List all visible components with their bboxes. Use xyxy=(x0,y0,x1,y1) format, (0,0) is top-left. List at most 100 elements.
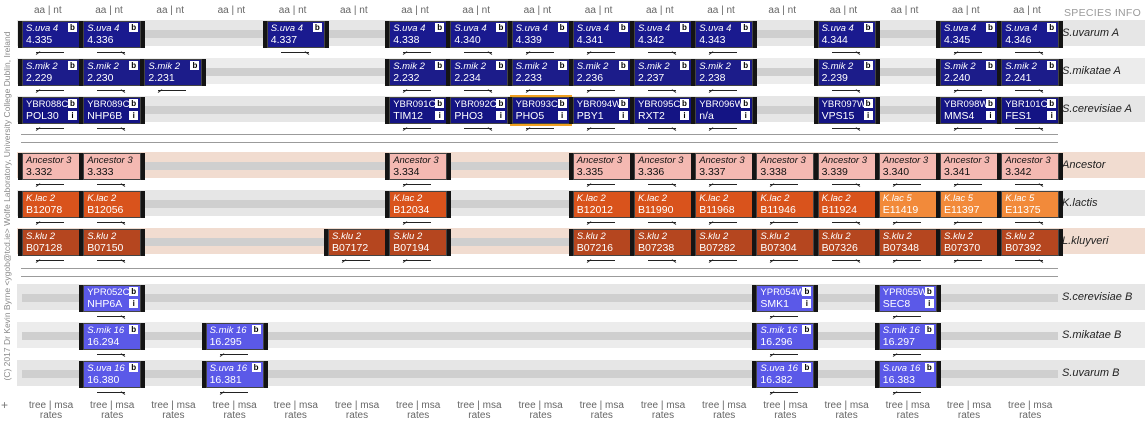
column-header[interactable]: aa | nt xyxy=(462,5,491,16)
rates-link[interactable]: rates xyxy=(468,410,491,421)
tree-msa-link[interactable]: tree | msa xyxy=(702,400,747,411)
column-header[interactable]: aa | nt xyxy=(890,5,919,16)
info-button[interactable]: i xyxy=(863,111,873,120)
blast-button[interactable]: b xyxy=(1047,23,1057,32)
column-header[interactable]: aa | nt xyxy=(95,5,123,16)
tree-msa-link[interactable]: tree | msa xyxy=(824,400,869,411)
column-header[interactable]: aa | nt xyxy=(1013,5,1041,16)
blast-button[interactable]: b xyxy=(496,23,506,32)
species-label[interactable]: S.uvarum B xyxy=(1062,367,1120,379)
species-label[interactable]: S.cerevisiae A xyxy=(1062,103,1132,115)
tree-msa-link[interactable]: tree | msa xyxy=(151,400,196,411)
blast-button[interactable]: b xyxy=(435,61,445,70)
blast-button[interactable]: b xyxy=(863,99,873,108)
column-header[interactable]: aa | nt xyxy=(768,5,797,16)
blast-button[interactable]: b xyxy=(802,363,812,372)
tree-msa-link[interactable]: tree | msa xyxy=(90,400,135,411)
blast-button[interactable]: b xyxy=(741,23,751,32)
tree-msa-link[interactable]: tree | msa xyxy=(579,400,624,411)
blast-button[interactable]: b xyxy=(68,99,77,108)
rates-link[interactable]: rates xyxy=(101,410,124,421)
blast-button[interactable]: b xyxy=(129,325,139,334)
blast-button[interactable]: b xyxy=(863,23,873,32)
column-header[interactable]: aa | nt xyxy=(646,5,674,16)
blast-button[interactable]: b xyxy=(129,99,139,108)
column-header[interactable]: aa | nt xyxy=(156,5,185,16)
tree-msa-link[interactable]: tree | msa xyxy=(212,400,257,411)
blast-button[interactable]: b xyxy=(986,23,995,32)
blast-button[interactable]: b xyxy=(251,325,261,334)
blast-button[interactable]: b xyxy=(680,99,689,108)
column-header[interactable]: aa | nt xyxy=(278,5,307,16)
column-header[interactable]: aa | nt xyxy=(952,5,980,16)
rates-link[interactable]: rates xyxy=(529,410,552,421)
rates-link[interactable]: rates xyxy=(713,410,736,421)
blast-button[interactable]: b xyxy=(435,23,445,32)
blast-button[interactable]: b xyxy=(129,363,139,372)
blast-button[interactable]: b xyxy=(68,61,77,70)
tree-msa-link[interactable]: tree | msa xyxy=(334,400,380,411)
species-label[interactable]: K.lactis xyxy=(1062,197,1098,209)
blast-button[interactable]: b xyxy=(924,325,934,334)
info-button[interactable]: i xyxy=(618,111,628,120)
blast-button[interactable]: b xyxy=(129,23,139,32)
species-label[interactable]: Ancestor xyxy=(1062,159,1106,171)
rates-link[interactable]: rates xyxy=(284,410,307,421)
column-header[interactable]: aa | nt xyxy=(340,5,368,16)
column-header[interactable]: aa | nt xyxy=(401,5,429,16)
rates-link[interactable]: rates xyxy=(407,410,430,421)
blast-button[interactable]: b xyxy=(190,61,200,70)
blast-button[interactable]: b xyxy=(129,61,139,70)
blast-button[interactable]: b xyxy=(986,61,995,70)
blast-button[interactable]: b xyxy=(618,99,628,108)
tree-msa-link[interactable]: tree | msa xyxy=(1008,400,1053,411)
info-button[interactable]: i xyxy=(1047,111,1057,120)
tree-msa-link[interactable]: tree | msa xyxy=(396,400,441,411)
blast-button[interactable]: b xyxy=(680,23,689,32)
blast-button[interactable]: b xyxy=(986,99,995,108)
blast-button[interactable]: b xyxy=(802,287,812,296)
